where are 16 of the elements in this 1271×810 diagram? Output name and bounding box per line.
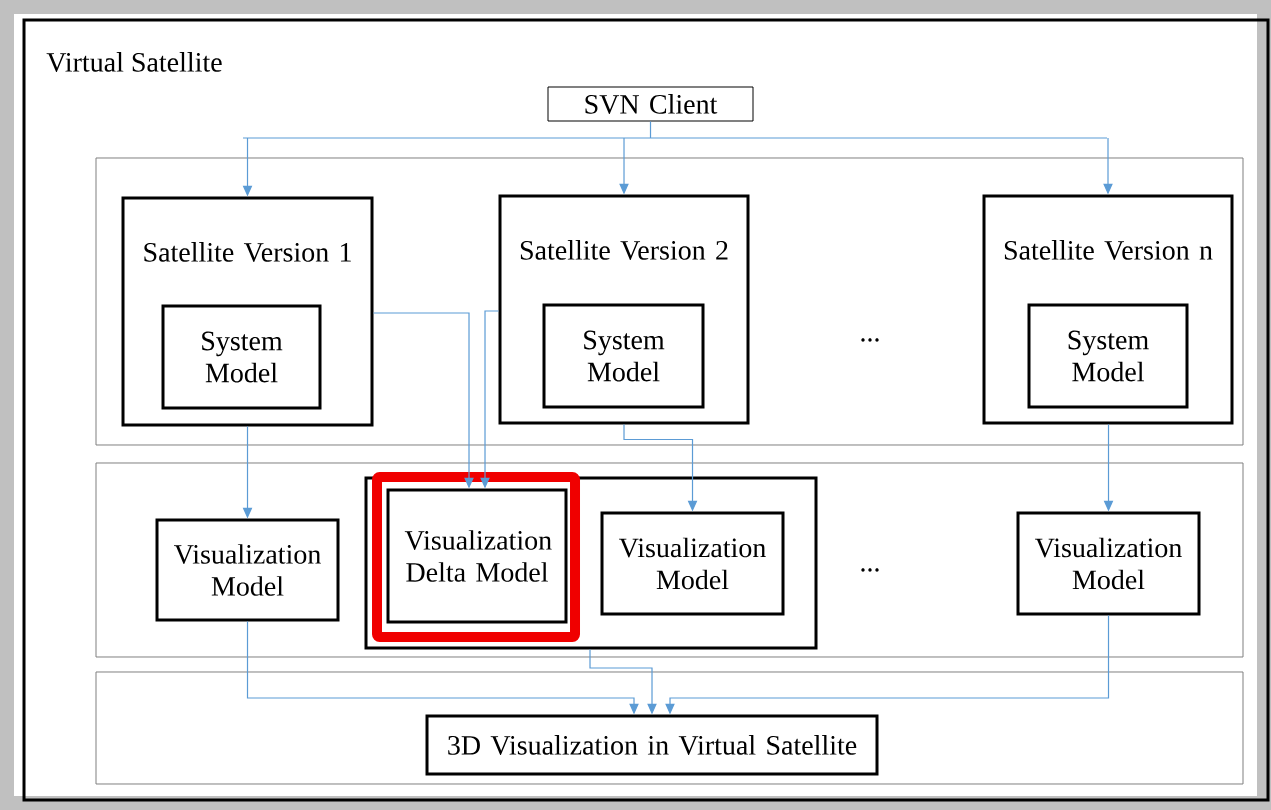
group-box bbox=[364, 476, 818, 650]
model-box: Visualization Model bbox=[600, 511, 785, 616]
group-band bbox=[95, 671, 1244, 785]
process-box: 3D Visualization in Virtual Satellite bbox=[425, 714, 879, 776]
model-box: Visualization Delta Model bbox=[386, 488, 568, 624]
group-band bbox=[95, 157, 1244, 446]
ellipsis: ... bbox=[861, 338, 879, 342]
model-box: Visualization Model bbox=[155, 518, 340, 622]
group-band bbox=[95, 462, 1244, 658]
process-box: SVN Client bbox=[547, 86, 754, 122]
ellipsis: ... bbox=[861, 568, 879, 572]
model-box: System Model bbox=[542, 303, 705, 409]
model-box: Visualization Model bbox=[1016, 511, 1201, 616]
model-box: System Model bbox=[161, 304, 322, 410]
connector-line bbox=[242, 120, 1108, 140]
model-box: System Model bbox=[1027, 303, 1189, 409]
